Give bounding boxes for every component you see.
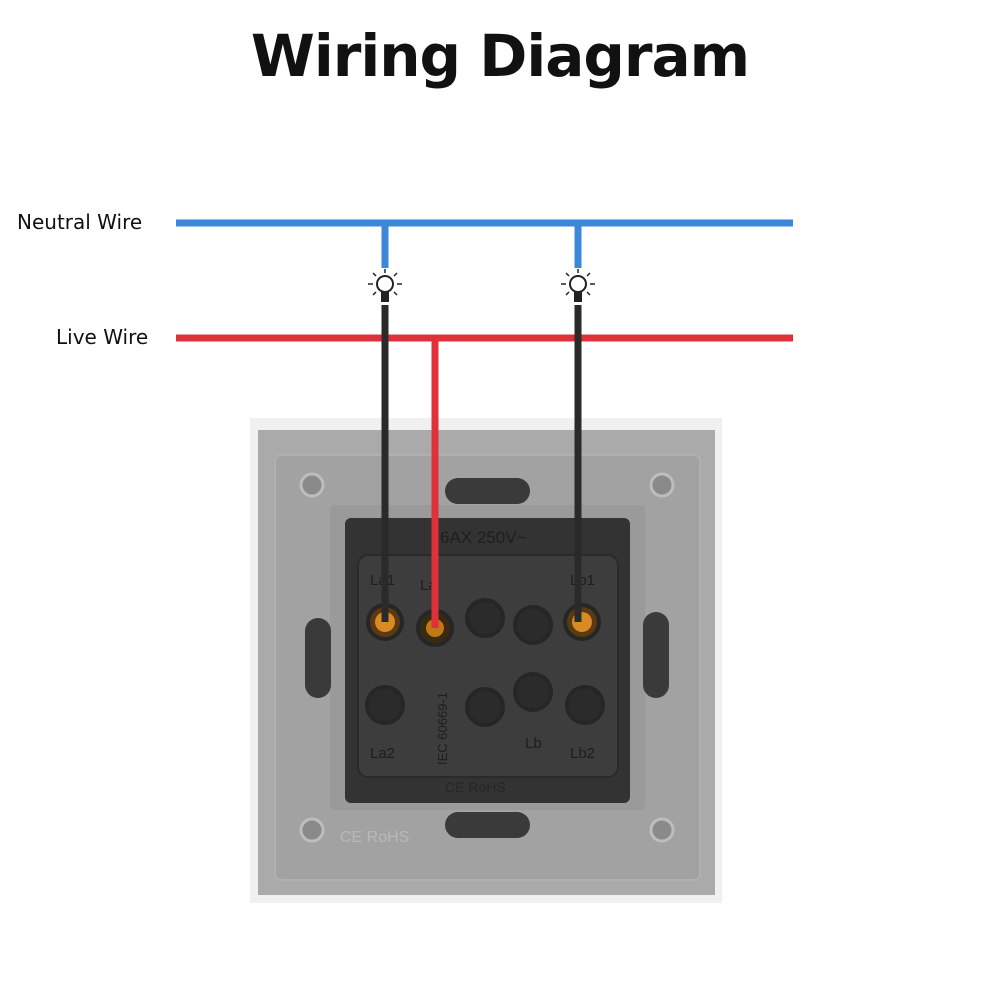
terminal-label-lb: Lb (525, 735, 542, 752)
standard-label: IEC 60669-1 (435, 692, 450, 765)
screw-hole (299, 817, 325, 843)
plate-marking: CE RoHS (340, 829, 409, 846)
terminal-label-lb1: Lb1 (570, 572, 595, 589)
neutral-wire-label: Neutral Wire (17, 210, 143, 234)
terminal-label-lb2: Lb2 (570, 745, 595, 762)
switch-module: 6AX 250V~ La1 La Lb1 La2 Lb Lb2 IEC 6066… (345, 518, 630, 803)
mounting-slot (445, 478, 530, 504)
light-bulb-icon (368, 269, 402, 302)
screw-hole (649, 817, 675, 843)
light-bulb-icon (561, 269, 595, 302)
terminal-screws (365, 598, 605, 727)
live-wire-label: Live Wire (56, 325, 149, 349)
screw-hole (299, 472, 325, 498)
module-marking: CE RoHS (445, 779, 506, 795)
terminal-label-la2: La2 (370, 745, 395, 762)
rating-label: 6AX 250V~ (440, 528, 527, 547)
mounting-slot (445, 812, 530, 838)
page-title: Wiring Diagram (250, 22, 750, 90)
mounting-slot (305, 618, 331, 698)
mounting-slot (643, 612, 669, 698)
screw-hole (649, 472, 675, 498)
